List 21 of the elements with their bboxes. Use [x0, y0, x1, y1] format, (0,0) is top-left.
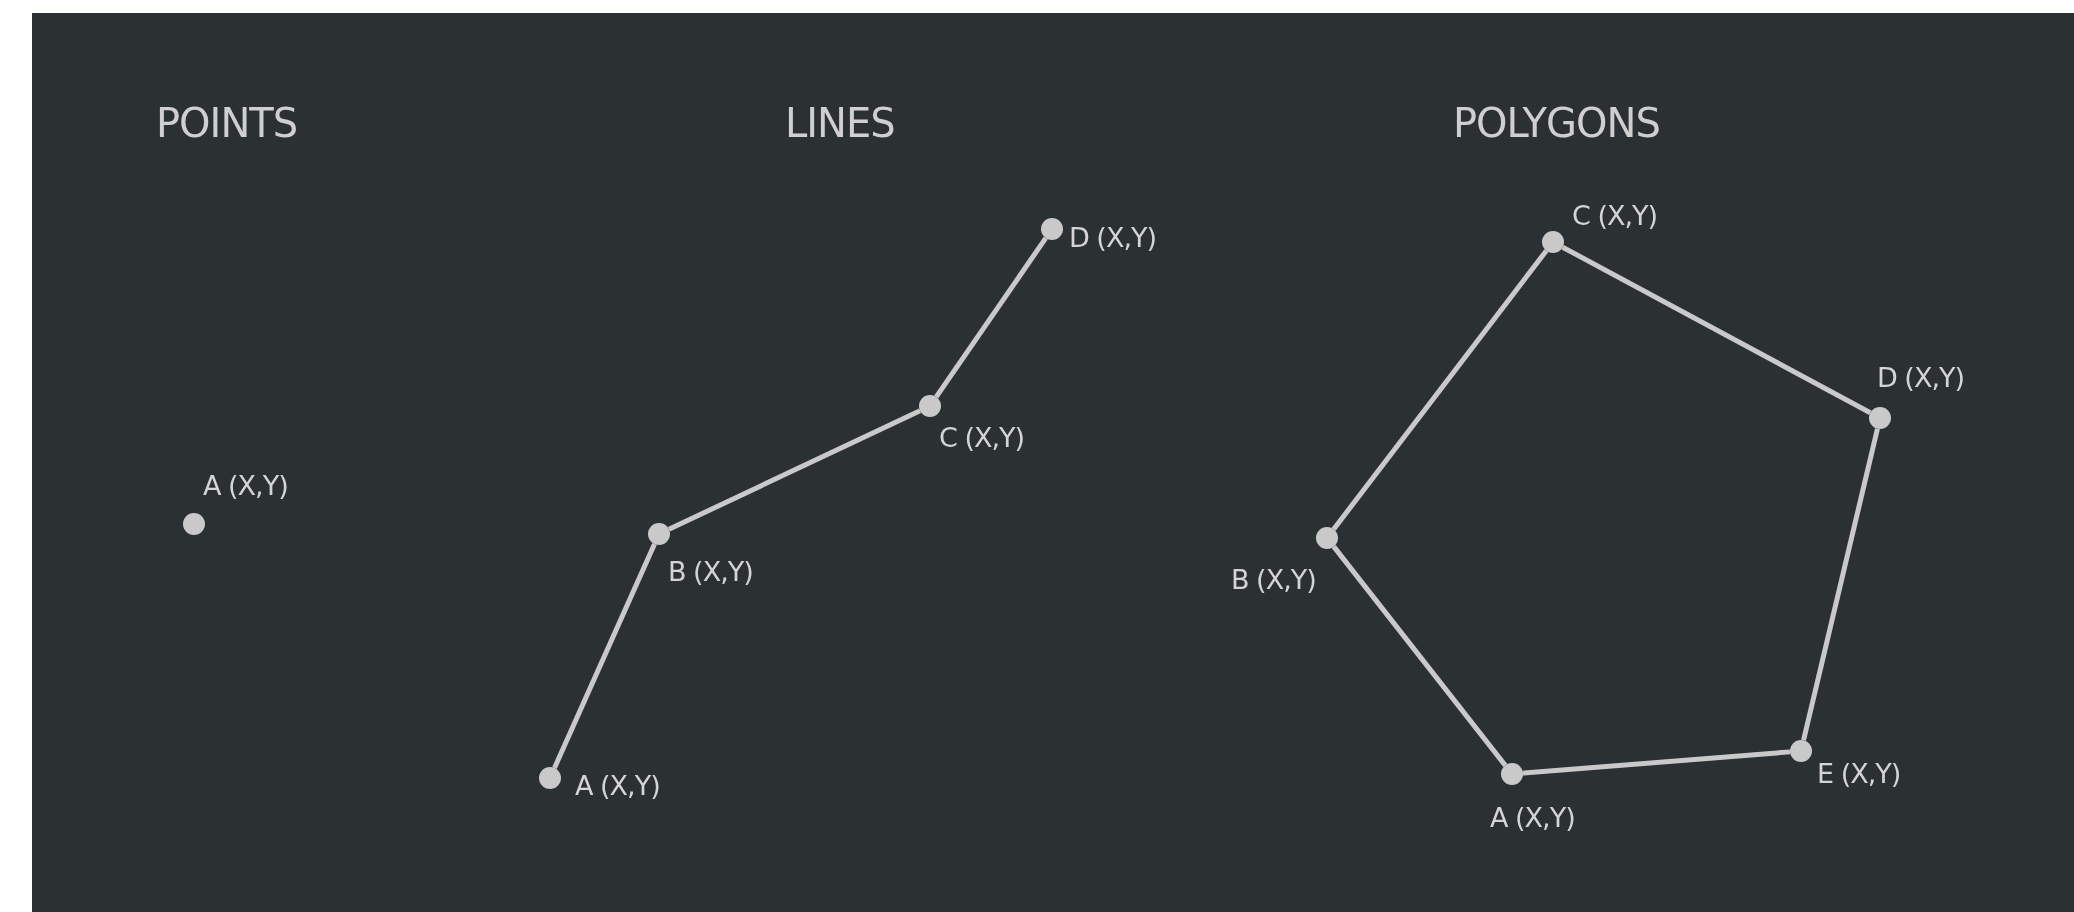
- coordinate-label: A (X,Y): [203, 470, 288, 501]
- coordinate-label: A (X,Y): [1490, 802, 1575, 833]
- connecting-line: [934, 236, 1048, 399]
- coordinate-label: C (X,Y): [1572, 200, 1658, 231]
- connecting-line: [1331, 545, 1508, 767]
- coordinate-label: D (X,Y): [1069, 222, 1156, 253]
- coordinate-label: A (X,Y): [575, 770, 660, 801]
- connecting-line: [667, 408, 922, 532]
- connecting-line: [1331, 249, 1549, 531]
- coordinate-label: C (X,Y): [939, 422, 1025, 453]
- connecting-line: [1561, 245, 1872, 415]
- section-heading: POLYGONS: [1453, 100, 1660, 146]
- section-heading: LINES: [785, 100, 895, 146]
- section-heading: POINTS: [156, 100, 298, 146]
- connecting-line: [1522, 749, 1791, 776]
- connecting-line: [1801, 428, 1880, 741]
- coordinate-label: B (X,Y): [1231, 564, 1316, 595]
- coordinate-label: E (X,Y): [1817, 758, 1901, 789]
- connecting-line: [552, 543, 657, 769]
- coordinate-label: D (X,Y): [1877, 362, 1964, 393]
- coordinate-label: B (X,Y): [668, 556, 753, 587]
